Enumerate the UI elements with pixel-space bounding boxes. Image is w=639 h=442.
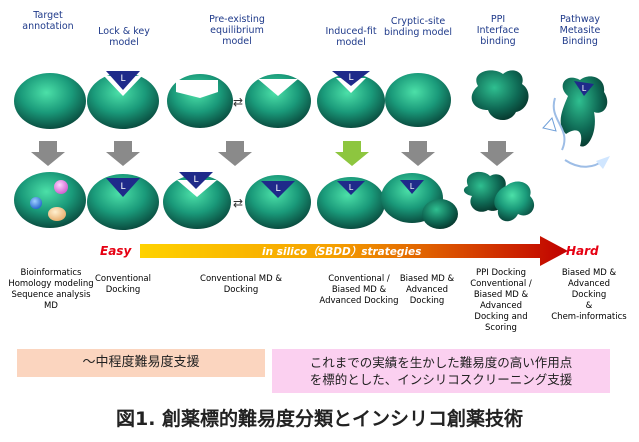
ligand-label: L: [410, 182, 415, 191]
down-arrow-3: [218, 141, 252, 166]
down-arrow-4: [335, 141, 369, 166]
protein-lockkey-bottom: L: [87, 174, 159, 230]
ligand-label: L: [193, 175, 198, 185]
scale-easy-label: Easy: [100, 244, 132, 258]
scale-hard-label: Hard: [566, 244, 599, 258]
protein-target-top: [14, 73, 86, 129]
protein-cryptic-bottom: L: [381, 173, 458, 229]
support-box-moderate-text: 〜中程度難易度支援: [82, 355, 200, 370]
scale-middle-label: in silico（SBDD）strategies: [262, 246, 422, 258]
figure-caption: 図1. 創薬標的難易度分類とインシリコ創薬技術: [115, 408, 524, 430]
down-arrow-5: [401, 141, 435, 166]
ligand-label: L: [582, 84, 587, 93]
protein-ppi-top: [471, 70, 529, 121]
ligand-lockkey-top: L: [106, 71, 140, 90]
desc-inducedfit: Conventional /Biased MD &Advanced Dockin…: [319, 274, 399, 306]
ligand-label: L: [120, 182, 125, 192]
difficulty-scale: [140, 236, 568, 266]
protein-preexisting-a-bottom: L: [163, 172, 231, 229]
support-box-advanced: これまでの実績を生かした難易度の高い作用点を標的とした、インシリコスクリーニング…: [272, 349, 610, 393]
protein-ppi-bottom: [463, 171, 535, 222]
down-arrow-2: [106, 141, 140, 166]
protein-inducedfit-bottom: L: [317, 177, 385, 229]
ligand-label: L: [275, 184, 280, 194]
protein-preexisting-a-top: [167, 74, 233, 128]
support-box-advanced-text: これまでの実績を生かした難易度の高い作用点を標的とした、インシリコスクリーニング…: [309, 355, 573, 387]
ligand-label: L: [348, 73, 353, 83]
equilibrium-arrow-top: ⇄: [233, 95, 243, 109]
equilibrium-arrow-bottom: ⇄: [233, 196, 243, 210]
ligand-label: L: [120, 74, 125, 84]
desc-preexisting: Conventional MD &Docking: [200, 274, 282, 295]
protein-pathway-top: L: [542, 76, 610, 169]
protein-cryptic-top: [385, 73, 451, 127]
protein-preexisting-b-top: [245, 74, 311, 128]
protein-preexisting-b-bottom: L: [245, 175, 311, 229]
down-arrow-1: [31, 141, 65, 166]
down-arrow-6: [480, 141, 514, 166]
ligand-label: L: [349, 183, 354, 192]
ligand-inducedfit-top: L: [332, 71, 370, 86]
protein-target-bottom: [14, 172, 86, 228]
support-box-moderate: 〜中程度難易度支援: [17, 349, 265, 377]
